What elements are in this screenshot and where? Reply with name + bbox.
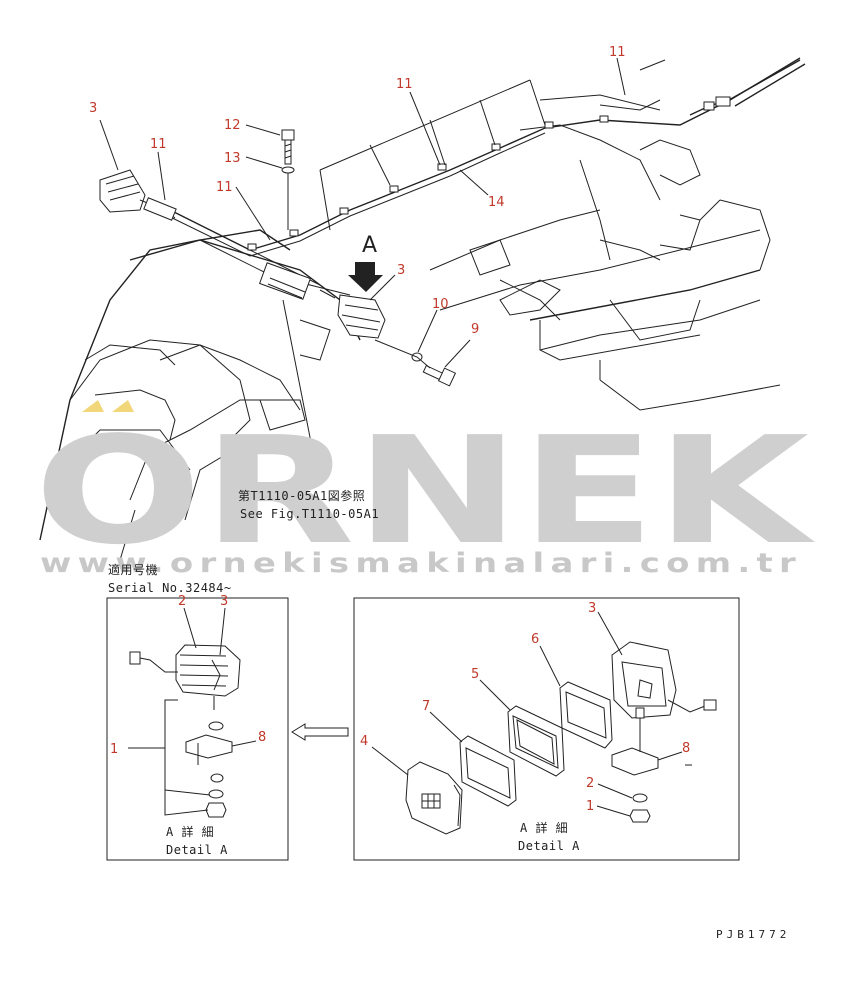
detail-right-callout-1: 1: [586, 799, 594, 814]
view-arrow-label: A: [362, 233, 377, 258]
accent-marks: [82, 400, 134, 412]
detail-box-right: [353, 597, 740, 861]
detail-right-title-en: Detail A: [518, 839, 580, 853]
detail-right-frame-5: [507, 705, 565, 777]
bolt-12: [281, 129, 295, 165]
detail-right-callout-4: 4: [360, 734, 368, 749]
detail-left-title-en: Detail A: [166, 843, 228, 857]
detail-left-callout-2: 2: [178, 594, 186, 609]
work-lamp-center: [258, 262, 386, 339]
leader-lines-main: [99, 57, 626, 479]
callout-12: 12: [224, 118, 241, 133]
callout-13: 13: [224, 151, 241, 166]
serial-label-jp: 適用号機: [108, 562, 158, 577]
watermark: ORNEK www.ornekismakinalari.com.tr: [34, 405, 816, 579]
watermark-url: www.ornekismakinalari.com.tr: [40, 548, 802, 579]
callout-3-mid: 3: [397, 263, 405, 278]
lens-grid-icon: [421, 793, 441, 809]
detail-right-housing-3: [611, 641, 717, 732]
reference-note-jp: 第T1110-05A1図参照: [238, 488, 365, 503]
detail-right-gasket-6: [559, 681, 613, 749]
callout-10: 10: [432, 297, 449, 312]
detail-left-callout-1: 1: [110, 742, 118, 757]
detail-right-leaders: [371, 611, 683, 817]
callout-11-right: 11: [609, 45, 626, 60]
detail-left-lamp: [129, 644, 241, 697]
harness-clamps: [247, 115, 609, 251]
detail-right-callout-6: 6: [531, 632, 539, 647]
wiring-harness: [159, 57, 806, 296]
detail-right-lens-4: [405, 761, 463, 835]
detail-left-hardware: [185, 696, 233, 818]
detail-right-seal-7: [459, 735, 517, 807]
work-lamp-left: [99, 169, 177, 221]
drawing-code: PJB1772: [716, 928, 790, 941]
detail-arrow: [291, 723, 349, 741]
callout-11-left: 11: [150, 137, 167, 152]
watermark-brand: ORNEK: [34, 405, 816, 577]
reference-note-en: See Fig.T1110-05A1: [240, 507, 379, 521]
detail-box-left: [106, 597, 289, 861]
detail-right-callout-8: 8: [682, 741, 690, 756]
callout-14: 14: [488, 195, 505, 210]
detail-right-callout-2: 2: [586, 776, 594, 791]
detail-right-callout-5: 5: [471, 667, 479, 682]
machine-body: [39, 59, 781, 561]
callout-3-left: 3: [89, 101, 97, 116]
detail-right-callout-3: 3: [588, 601, 596, 616]
detail-left-leaders: [128, 607, 257, 816]
detail-right-hardware: [611, 732, 692, 823]
washer-13: [281, 166, 295, 230]
detail-left-title-jp: A 詳 細: [166, 824, 214, 839]
detail-right-title-jp: A 詳 細: [520, 820, 568, 835]
detail-left-callout-8: 8: [258, 730, 266, 745]
bolt-9: [422, 364, 457, 387]
serial-label-en: Serial No.32484~: [108, 581, 232, 595]
callout-11-top: 11: [396, 77, 413, 92]
callout-11-mid: 11: [216, 180, 233, 195]
callout-9: 9: [471, 322, 479, 337]
detail-left-callout-3: 3: [220, 594, 228, 609]
view-arrow-a: A: [348, 233, 383, 292]
detail-right-callout-7: 7: [422, 699, 430, 714]
lamp-bolt-axis: [374, 339, 431, 369]
